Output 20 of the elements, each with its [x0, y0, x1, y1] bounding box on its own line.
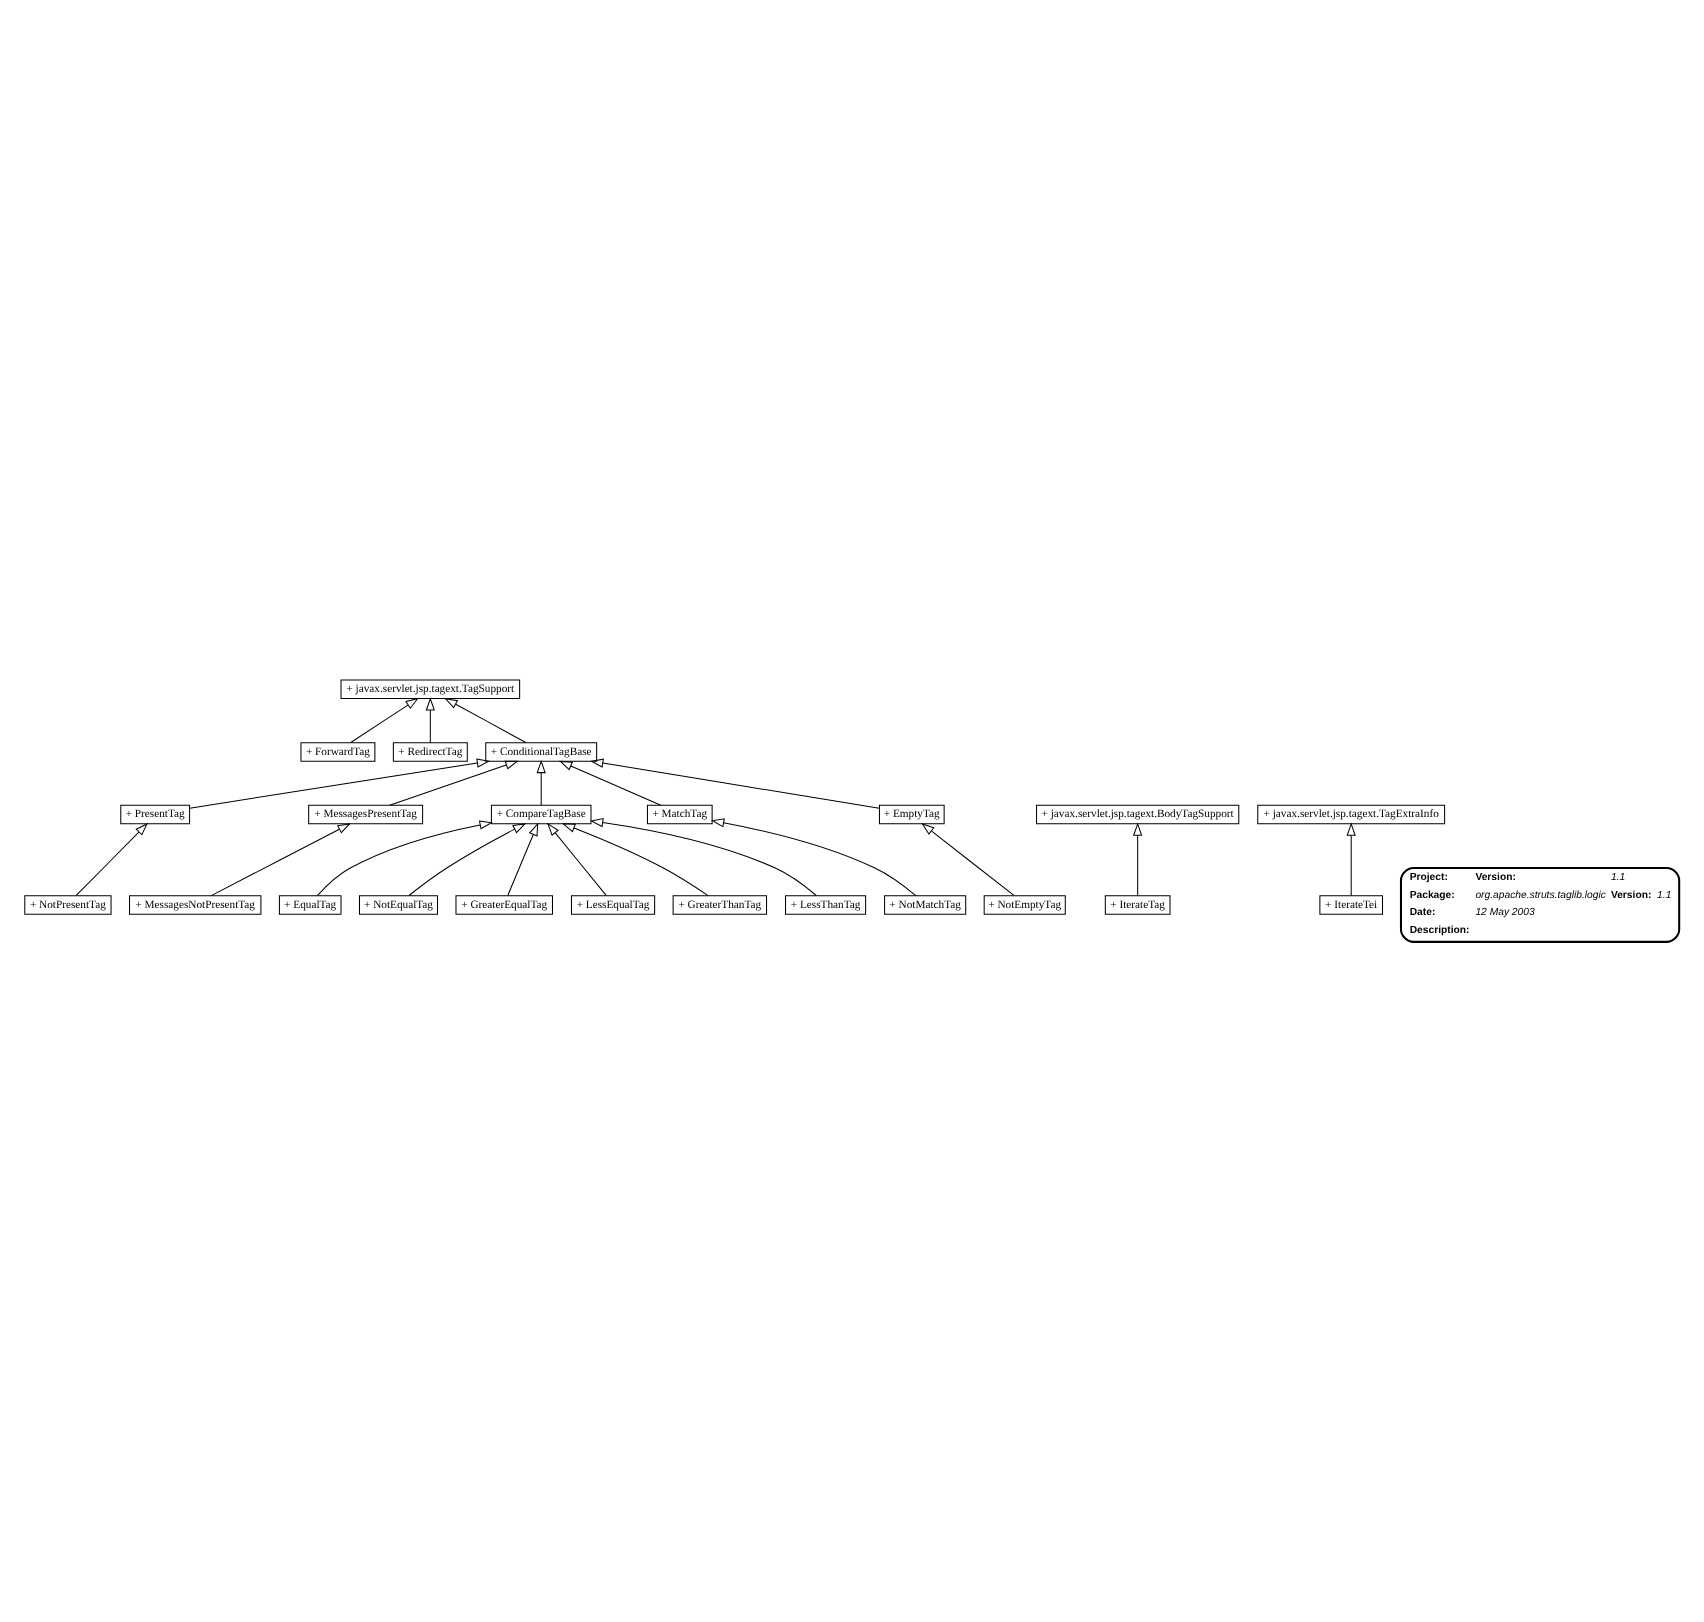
arrow — [561, 823, 709, 897]
arrow — [710, 818, 917, 897]
arrow — [546, 822, 607, 896]
arrow — [444, 697, 527, 744]
arrow — [1132, 822, 1143, 896]
arrow — [425, 697, 435, 744]
arrow — [75, 822, 149, 896]
arrow — [558, 760, 662, 806]
arrow — [408, 823, 527, 896]
arrow — [316, 820, 493, 897]
arrow — [210, 823, 351, 897]
arrow — [350, 697, 419, 744]
arrow — [921, 823, 1015, 896]
arrow — [589, 817, 817, 896]
arrow — [590, 758, 880, 809]
arrow — [507, 822, 539, 896]
arrow — [536, 759, 546, 806]
arrow — [389, 760, 519, 806]
arrow — [1346, 822, 1356, 896]
arrow — [189, 758, 491, 809]
